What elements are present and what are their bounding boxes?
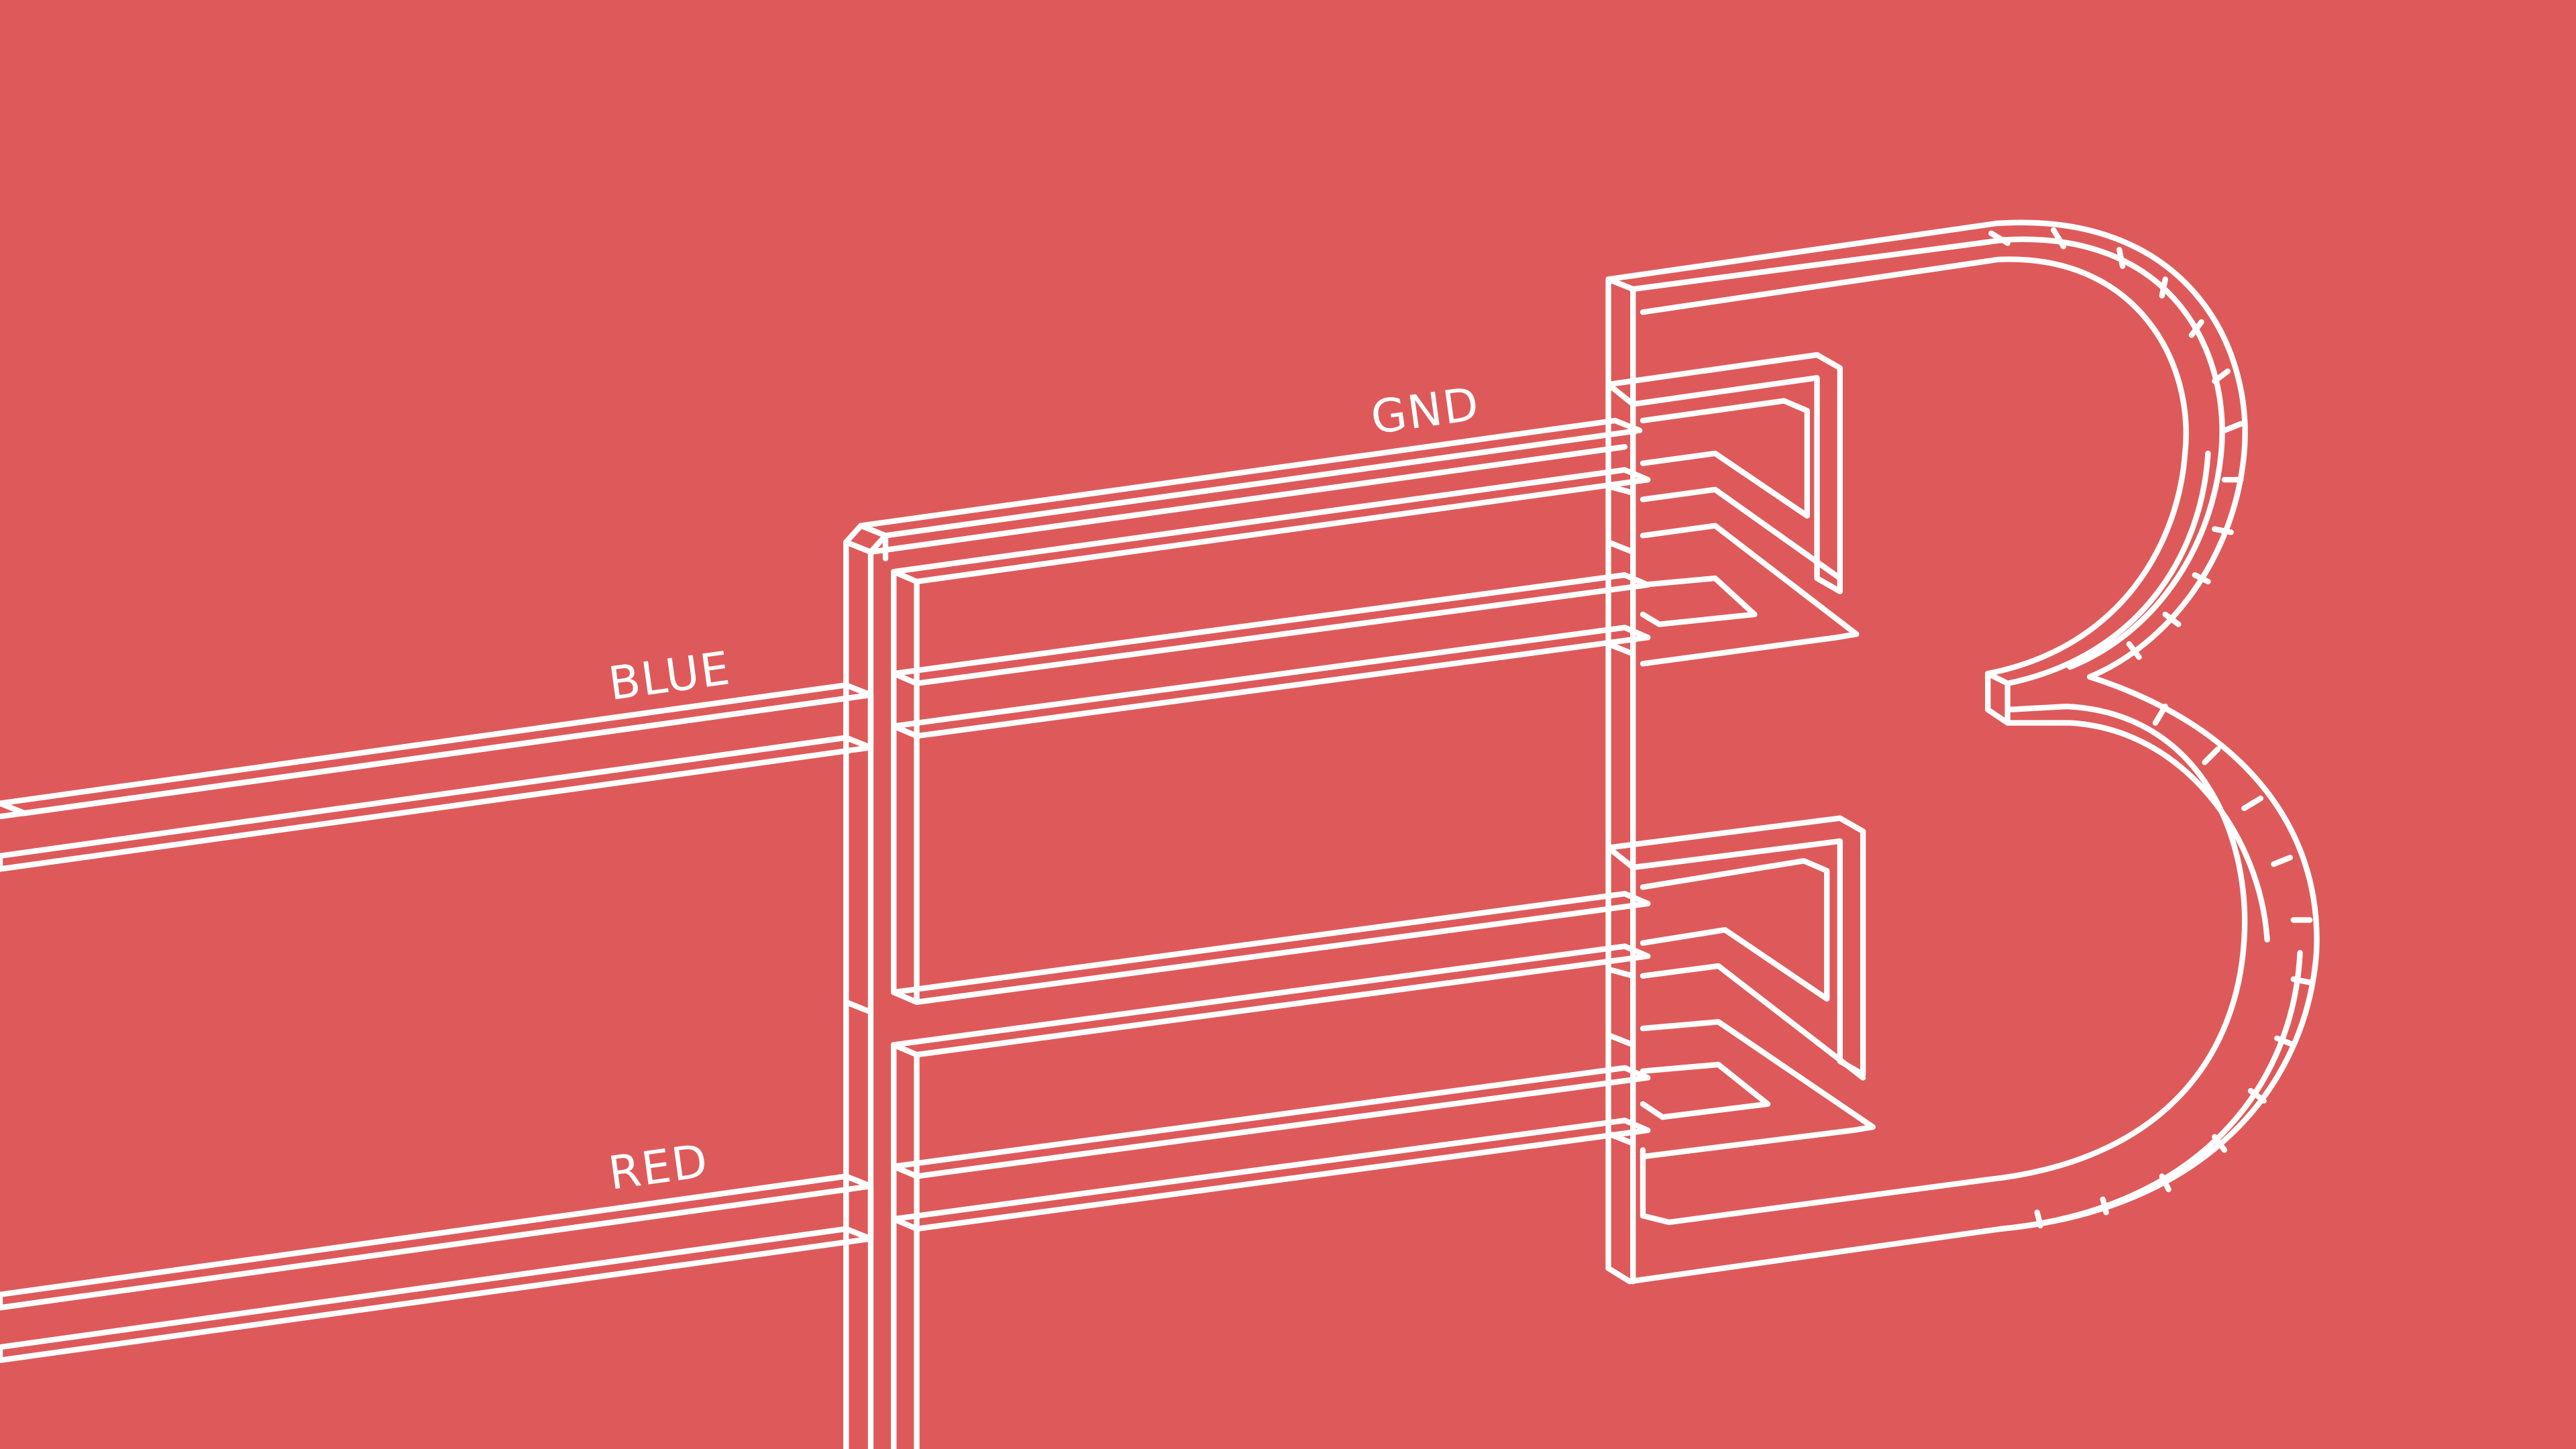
b-prongs-bottom [1609,818,1873,1157]
gnd-label: GND [1368,378,1483,445]
red-frame [894,947,1648,1449]
letter-b-outer [1609,223,2317,1281]
b-prongs-top [1609,355,1857,663]
blue-cable [0,685,871,869]
red-cable [0,1176,871,1360]
red-label: RED [606,1134,712,1201]
blue-frame [894,470,1648,1002]
